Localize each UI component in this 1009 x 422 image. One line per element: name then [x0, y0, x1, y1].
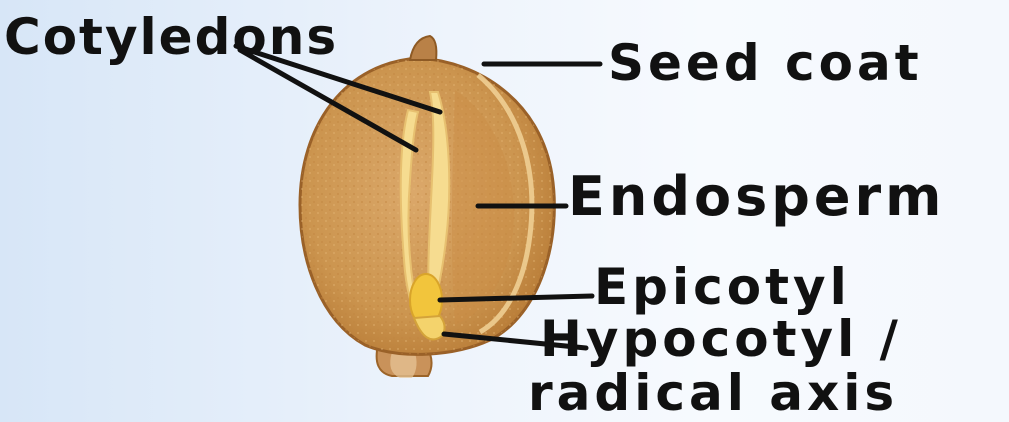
label-seed-coat: Seed coat: [608, 38, 923, 88]
label-cotyledons: Cotyledons: [4, 12, 338, 62]
label-radical-axis: radical axis: [528, 368, 898, 418]
label-hypocotyl: Hypocotyl /: [540, 314, 902, 364]
label-endosperm: Endosperm: [568, 170, 945, 224]
seed-tip: [410, 36, 436, 60]
label-epicotyl: Epicotyl: [594, 262, 851, 312]
